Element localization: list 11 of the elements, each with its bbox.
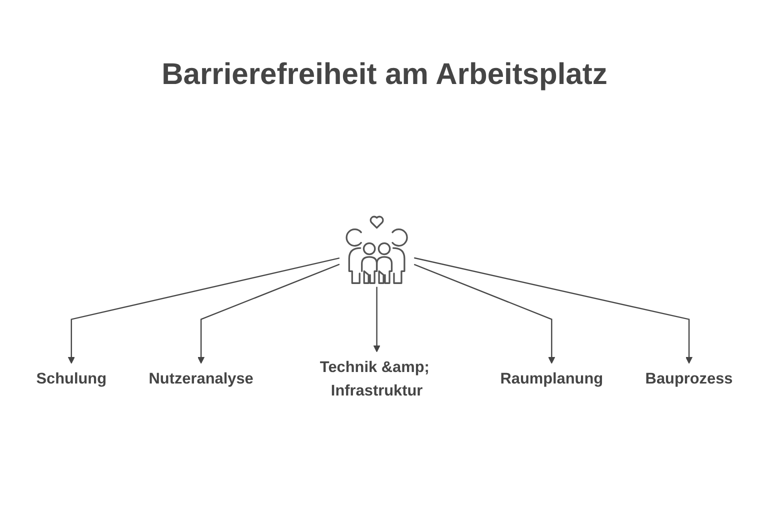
node-text: Bauprozess xyxy=(645,370,733,388)
node-text: Raumplanung xyxy=(500,370,604,388)
arrow xyxy=(68,257,340,364)
arrow xyxy=(414,264,556,364)
node-text: Technik &amp; Infrastruktur xyxy=(320,359,430,400)
arrow xyxy=(414,257,693,364)
diagram-title: Barrierefreiheit am Arbeitsplatz xyxy=(160,58,608,92)
arrow xyxy=(198,264,340,364)
arrow xyxy=(373,286,380,352)
node-text: Nutzeranalyse xyxy=(148,370,254,388)
node-text: Schulung xyxy=(36,370,107,388)
